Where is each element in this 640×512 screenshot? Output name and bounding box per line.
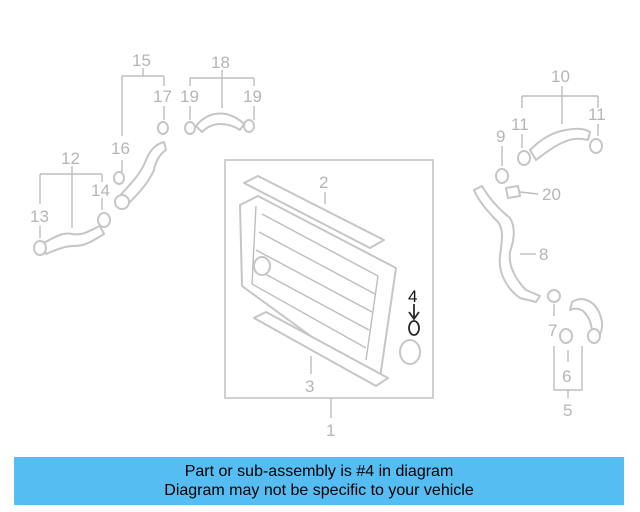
callout-11-right[interactable]: 11 <box>588 105 606 124</box>
callout-5[interactable]: 5 <box>563 401 572 420</box>
callout-6[interactable]: 6 <box>562 367 571 386</box>
banner-line-1: Part or sub-assembly is #4 in diagram <box>184 463 454 480</box>
callout-1[interactable]: 1 <box>326 421 335 440</box>
info-banner: Part or sub-assembly is #4 in diagram Di… <box>14 457 624 505</box>
callout-7[interactable]: 7 <box>548 321 557 340</box>
callout-4[interactable]: 4 <box>408 287 417 306</box>
parts-diagram: 1 2 3 4 5 6 7 8 9 10 11 11 12 13 14 15 1… <box>30 51 606 440</box>
callout-10[interactable]: 10 <box>551 67 570 86</box>
leader-lines <box>39 68 599 418</box>
callout-2[interactable]: 2 <box>319 173 328 192</box>
callout-19-right[interactable]: 19 <box>243 87 262 106</box>
callout-20[interactable]: 20 <box>542 185 561 204</box>
callout-17[interactable]: 17 <box>153 87 172 106</box>
assembly-frame <box>224 159 434 399</box>
callout-11-left[interactable]: 11 <box>511 115 529 134</box>
callout-3[interactable]: 3 <box>305 377 314 396</box>
left-hoses <box>33 112 255 256</box>
banner-line-2: Diagram may not be specific to your vehi… <box>164 482 474 499</box>
part-4-clamp <box>408 304 420 336</box>
callout-19-left[interactable]: 19 <box>180 87 199 106</box>
callout-12[interactable]: 12 <box>61 149 80 168</box>
callout-13[interactable]: 13 <box>30 207 49 226</box>
callout-16[interactable]: 16 <box>111 139 130 158</box>
intercooler <box>239 175 421 387</box>
right-hoses <box>473 127 604 344</box>
callout-18[interactable]: 18 <box>211 53 230 72</box>
callout-14[interactable]: 14 <box>91 181 110 200</box>
callout-9[interactable]: 9 <box>496 127 505 146</box>
callout-15[interactable]: 15 <box>132 51 151 70</box>
callout-8[interactable]: 8 <box>539 245 548 264</box>
